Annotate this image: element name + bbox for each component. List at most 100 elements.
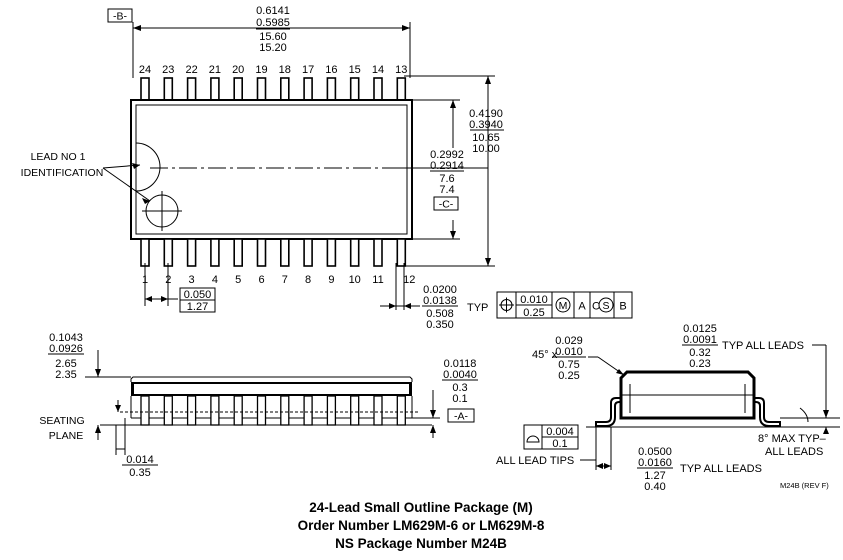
bottom-lead (140, 238, 150, 267)
top-pin-number: 14 (372, 64, 384, 76)
package-body-inner (135, 104, 408, 235)
pitch-arrows (145, 296, 168, 302)
bottom-leads (140, 238, 407, 267)
side-lead (186, 395, 197, 426)
bottom-pin-number: 10 (349, 274, 361, 286)
side-lead (210, 395, 220, 426)
end-lead-right (753, 397, 781, 427)
foot-inch-min: 0.0160 (638, 457, 672, 469)
top-pin-number: 21 (209, 64, 221, 76)
top-pin-number: 23 (162, 64, 174, 76)
seating-arrow (115, 405, 121, 412)
lead1-leader-a-arrow (132, 163, 140, 169)
side-lead (350, 395, 360, 426)
side-lead (326, 395, 337, 426)
height-arrow-bottom (95, 425, 101, 433)
top-pin-number: 24 (139, 64, 151, 76)
overall-width-mm-min: 10.00 (472, 143, 500, 155)
bottom-pin-number: 6 (258, 274, 264, 286)
chamfer-mm-max: 0.75 (558, 359, 579, 371)
lead-no1-label: LEAD NO 1 (31, 151, 86, 163)
top-lead (210, 77, 220, 101)
chamfer-prefix: 45° x (532, 349, 558, 361)
side-lead (163, 395, 173, 426)
datum-a-label: -A- (454, 411, 469, 423)
top-leads (140, 77, 407, 101)
bottom-lead (210, 238, 220, 267)
identification-label: IDENTIFICATION (21, 167, 104, 179)
standoff-inch-max: 0.0118 (444, 358, 477, 370)
side-leads (140, 395, 406, 426)
bottom-lead (373, 238, 383, 267)
side-lead (396, 395, 406, 426)
side-lead (303, 395, 313, 426)
bottom-pin-number: 7 (282, 274, 288, 286)
top-lead (140, 77, 150, 101)
chamfer-inch-max: 0.029 (555, 335, 583, 347)
leadw-arrows (389, 303, 411, 309)
body-width-mm-min: 7.4 (439, 184, 454, 196)
top-lead (303, 77, 313, 101)
datum-b-box (107, 8, 133, 23)
overall-width-mm-max: 10.65 (472, 132, 500, 144)
top-pin-number: 17 (302, 64, 314, 76)
plane-label: PLANE (49, 430, 83, 442)
caption-title: 24-Lead Small Outline Package (M) (309, 500, 533, 515)
lead1-leader-b (102, 167, 151, 202)
datum-b-label: -B- (113, 11, 128, 23)
chamfer-inch-min: 0.010 (555, 346, 583, 358)
bottom-pin-number: 11 (372, 274, 383, 286)
coplanarity-mm: 0.1 (552, 438, 567, 450)
datum-c-label: -C- (439, 199, 454, 211)
end-view: 45° x 0.029 0.010 0.75 0.25 0.0125 0.009… (496, 323, 840, 493)
end-lead-left (595, 397, 622, 427)
foot-mm-min: 0.40 (644, 481, 665, 493)
angle-all-leads: ALL LEADS (765, 446, 823, 458)
lead1-leader-b-arrow (142, 198, 150, 204)
position-tol-mm: 0.25 (523, 307, 544, 319)
top-pin-number: 19 (255, 64, 267, 76)
length-dim-mm-min: 15.20 (259, 42, 287, 54)
chamfer-arrow (616, 369, 624, 375)
thickness-arrow-top (823, 410, 829, 418)
top-pin-number: 16 (325, 64, 337, 76)
standoff-mm-max: 0.3 (452, 382, 467, 394)
top-pin-number: 13 (395, 64, 407, 76)
mmc-circle-icon (555, 297, 571, 313)
position-tolerance-frame: 0.010 0.25 M A C S B (496, 291, 633, 319)
profile-surface-icon (526, 435, 540, 443)
standoff-arrow-bottom (430, 425, 436, 433)
lead-width-inch-max: 0.0200 (423, 284, 457, 296)
side-lead (140, 395, 150, 426)
thickness-mm-max: 0.32 (689, 347, 710, 359)
top-lead (163, 77, 174, 101)
seating-label: SEATING (39, 415, 84, 427)
end-body (619, 370, 756, 420)
top-lead (256, 77, 267, 101)
bottom-pin-number: 3 (189, 274, 195, 286)
thickness-mm-min: 0.23 (689, 358, 710, 370)
standoff-mm-min: 0.1 (452, 393, 467, 405)
foot-inch-max: 0.0500 (638, 446, 672, 458)
thickness-arrow-bottom (823, 427, 829, 434)
datum-a-box (447, 408, 475, 423)
thickness-inch-min: 0.0091 (683, 334, 717, 346)
overall-width-inch-max: 0.4190 (469, 108, 503, 120)
top-lead (326, 77, 337, 101)
top-lead (233, 77, 243, 101)
caption-package: NS Package Number M24B (335, 536, 507, 551)
standoff-arrow-top (430, 410, 436, 418)
rfs-circle-icon (598, 297, 614, 313)
datum-c-box (433, 196, 459, 211)
bottom-dim-mm: 0.35 (129, 467, 150, 479)
angle-arc (799, 407, 809, 423)
body-width-mm-max: 7.6 (439, 173, 454, 185)
foot-mm-max: 1.27 (644, 470, 665, 482)
body-width-inch-max: 0.2992 (430, 149, 464, 161)
top-lead (349, 77, 360, 101)
bottom-pin-number: 4 (212, 274, 218, 286)
